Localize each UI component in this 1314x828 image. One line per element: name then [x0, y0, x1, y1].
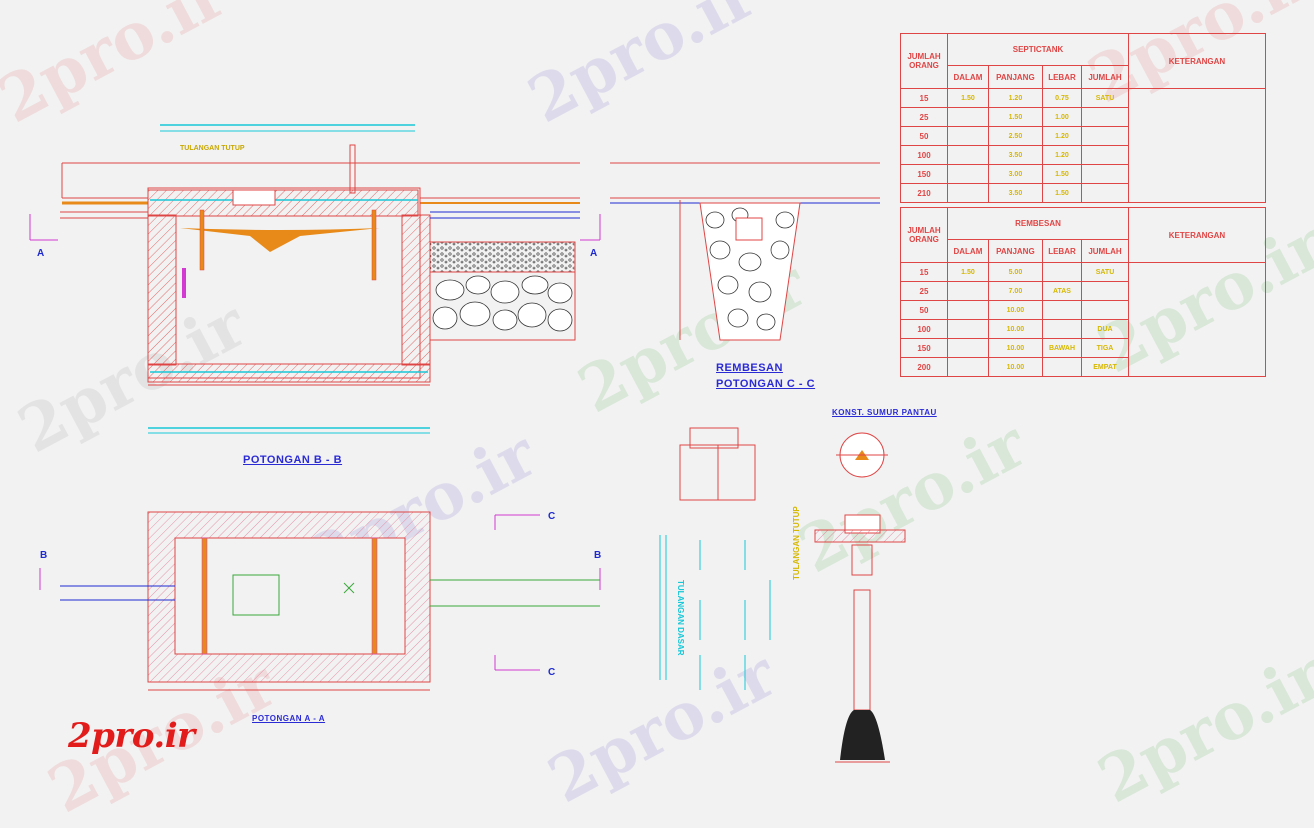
potongan-bb-section — [29, 124, 601, 434]
detail-box — [679, 427, 756, 501]
col-jumlah: JUMLAH — [1081, 65, 1129, 89]
rembesan-table: JUMLAH ORANG REMBESAN KETERANGAN DALAM P… — [900, 206, 1266, 377]
septictank-table: JUMLAH ORANG SEPTICTANK KETERANGAN DALAM… — [900, 32, 1266, 203]
col-keterangan: KETERANGAN — [1128, 207, 1266, 263]
section-letter-c-top: C — [548, 511, 556, 522]
label-tulangan-tutup: TULANGAN TUTUP — [180, 145, 245, 152]
col-dalam: DALAM — [947, 65, 989, 89]
col-dalam: DALAM — [947, 239, 989, 263]
section-letter-a-right: A — [590, 248, 598, 259]
brand-logo-text: 2pro.ir — [68, 716, 195, 756]
col-panjang: PANJANG — [987, 239, 1043, 263]
col-jumlah-orang: JUMLAH ORANG — [900, 207, 948, 263]
group-header-septictank: SEPTICTANK — [947, 32, 1129, 67]
col-jumlah: JUMLAH — [1081, 239, 1129, 263]
col-lebar: LEBAR — [1041, 65, 1083, 89]
section-letter-c-bottom: C — [548, 667, 556, 678]
section-letter-a-left: A — [37, 248, 45, 259]
rebar-details — [659, 535, 771, 690]
section-letter-b-left: B — [40, 550, 48, 561]
sumur-pantau-detail — [814, 432, 906, 763]
label-tulangan-tutup-vertical: TULANGAN TUTUP — [792, 506, 801, 580]
potongan-cc-section — [610, 162, 880, 341]
col-lebar: LEBAR — [1041, 239, 1083, 263]
title-sumur-pantau: KONST. SUMUR PANTAU — [832, 408, 937, 417]
col-jumlah-orang: JUMLAH ORANG — [900, 33, 948, 89]
label-tulangan-dasar: TULANGAN DASAR — [676, 580, 685, 656]
col-panjang: PANJANG — [987, 65, 1043, 89]
title-potongan-aa: POTONGAN A - A — [252, 714, 326, 723]
title-potongan-bb: POTONGAN B - B — [243, 454, 343, 466]
potongan-aa-plan — [39, 511, 601, 691]
col-keterangan: KETERANGAN — [1128, 33, 1266, 89]
cad-drawing — [29, 124, 906, 763]
title-potongan-cc: POTONGAN C - C — [716, 378, 816, 390]
title-rembesan: REMBESAN — [716, 362, 783, 374]
section-letter-b-right: B — [594, 550, 602, 561]
group-header-rembesan: REMBESAN — [947, 206, 1129, 241]
